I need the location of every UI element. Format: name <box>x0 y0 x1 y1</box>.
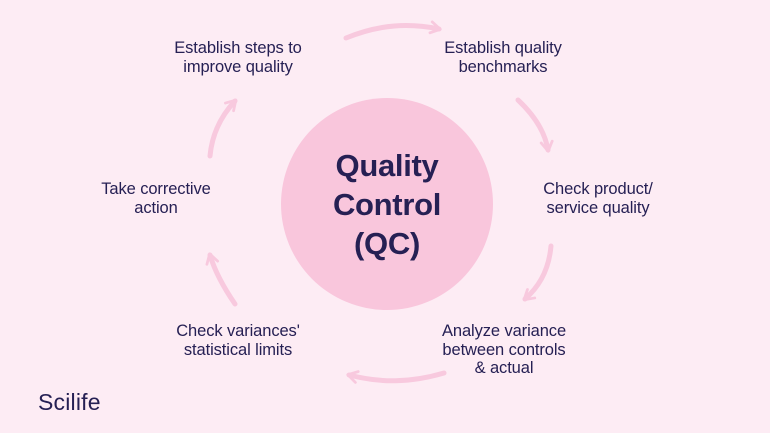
cycle-step-establish-steps: Establish steps to improve quality <box>174 39 302 76</box>
arrow-top <box>343 20 442 41</box>
arrow-lower-right <box>522 243 554 302</box>
arrow-upper-left <box>207 98 238 159</box>
scilife-logo: Scilife <box>38 389 101 415</box>
arrow-lower-left <box>205 252 238 307</box>
cycle-step-check-variances: Check variances' statistical limits <box>176 322 300 359</box>
cycle-step-analyze-variance: Analyze variance between controls & actu… <box>441 322 567 377</box>
arrow-upper-right <box>515 97 554 153</box>
cycle-step-check-product: Check product/ service quality <box>543 180 653 217</box>
cycle-step-establish-benchmarks: Establish quality benchmarks <box>444 39 562 76</box>
qc-center-title: Quality Control (QC) <box>332 147 442 261</box>
qc-center-circle: Quality Control (QC) <box>281 98 493 310</box>
cycle-step-take-corrective: Take corrective action <box>101 180 211 217</box>
